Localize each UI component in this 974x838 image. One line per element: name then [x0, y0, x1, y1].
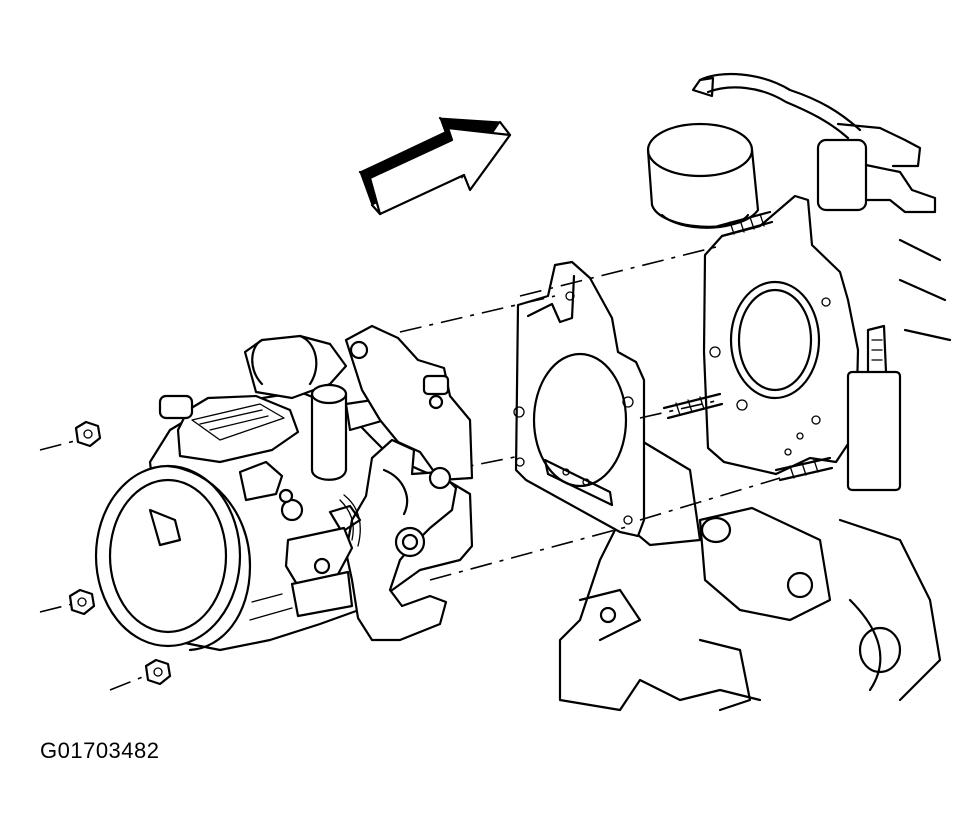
mounting-nut-lower [144, 658, 172, 686]
mounting-nut-upper [74, 420, 102, 448]
intake-manifold [558, 72, 952, 712]
figure-id-label: G01703482 [40, 738, 160, 763]
mounting-nut-middle [68, 588, 96, 616]
installation-direction-arrow-icon [358, 116, 512, 216]
manifold-studs [662, 210, 834, 482]
throttle-body-gasket [513, 260, 646, 538]
throttle-body-assembly [94, 324, 474, 652]
alignment-lines [39, 245, 781, 691]
